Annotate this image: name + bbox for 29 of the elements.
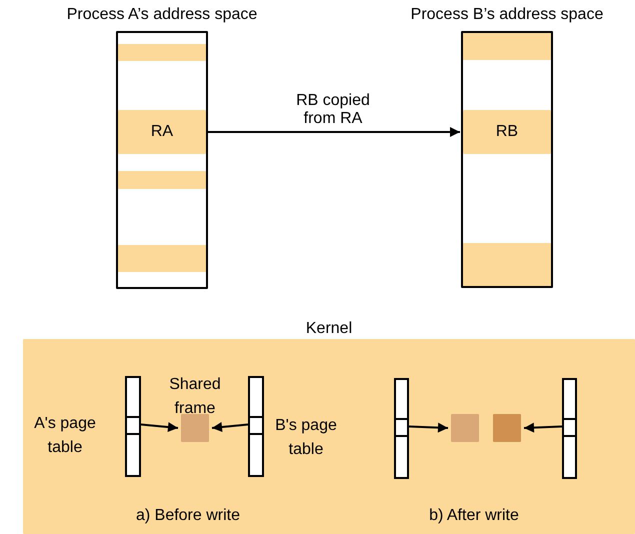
memory-region [118, 44, 206, 61]
heading: Kernel [304, 319, 354, 338]
page-frame [493, 414, 521, 442]
page-frame [451, 414, 479, 442]
memory-region [463, 110, 551, 154]
annotation: Shared frame [168, 375, 222, 419]
memory-region [118, 171, 206, 189]
memory-region [463, 33, 551, 60]
page-table [248, 376, 264, 477]
heading: Process B’s address space [410, 5, 604, 24]
page-table [562, 378, 577, 479]
arrow [408, 422, 448, 433]
page-table [394, 378, 409, 479]
arrow [524, 422, 562, 433]
memory-region [118, 245, 206, 272]
annotation: A's page table [33, 414, 97, 458]
arrow [212, 422, 248, 432]
page-table [125, 376, 141, 477]
page-frame [181, 414, 209, 442]
arrow [206, 127, 460, 137]
caption: b) After write [428, 506, 520, 526]
region-label: RB [494, 122, 520, 142]
heading: Process A’s address space [66, 5, 258, 24]
arrow [140, 422, 178, 432]
region-label: RA [150, 122, 174, 142]
annotation: B's page table [274, 416, 338, 460]
memory-region [463, 243, 551, 286]
caption: a) Before write [134, 506, 242, 526]
memory-region [118, 110, 206, 154]
